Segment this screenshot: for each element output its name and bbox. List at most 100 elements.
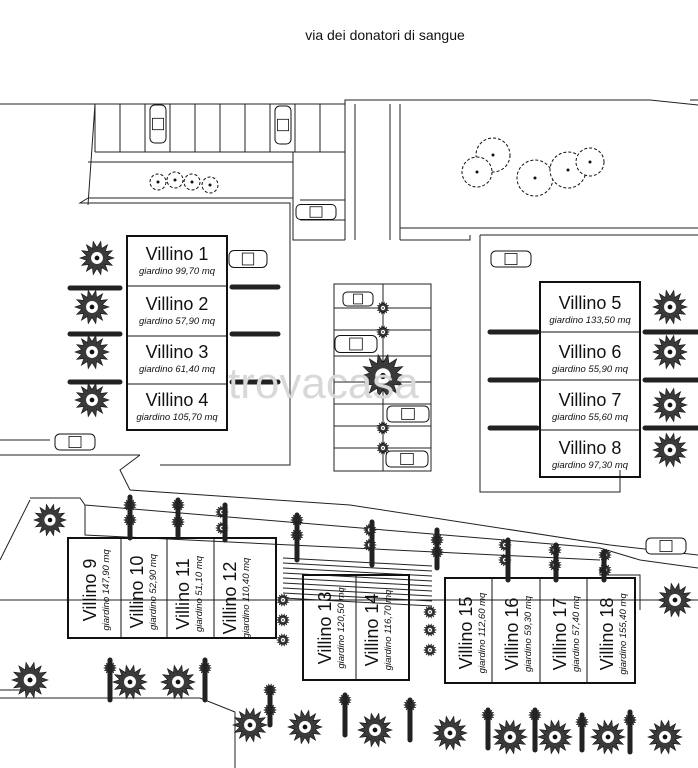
car-icon <box>228 250 268 268</box>
car-icon <box>490 250 532 268</box>
tree-icon <box>376 301 390 315</box>
unit-garden-area: giardino 55,90 mq <box>552 364 629 375</box>
tree-outline-icon <box>201 176 219 194</box>
unit-garden-area: giardino 51,10 mq <box>194 555 205 632</box>
unit-garden-area: giardino 97,30 mq <box>552 460 629 471</box>
car-icon <box>385 450 429 468</box>
unit-name: Villino 13 <box>315 592 335 665</box>
tree-icon <box>79 240 115 276</box>
unit-name: Villino 11 <box>173 558 193 629</box>
tree-icon <box>357 712 393 748</box>
tree-outline-icon <box>461 156 493 188</box>
car-icon <box>295 204 337 220</box>
car-icon <box>274 105 292 145</box>
unit-label-6: Villino 6 giardino 55,90 mq <box>552 342 629 375</box>
boundary-line <box>87 103 96 206</box>
unit-block-bottom-1 <box>67 537 277 639</box>
watermark-text: trovacasa <box>228 359 419 408</box>
car-icon <box>149 104 167 144</box>
tree-outline-icon <box>575 147 605 177</box>
tree-icon <box>423 623 437 637</box>
tree-icon <box>652 334 688 370</box>
unit-garden-area: giardino 57,40 mq <box>571 595 582 672</box>
unit-garden-area: giardino 99,70 mq <box>139 266 216 277</box>
tree-outline-icon <box>149 173 167 191</box>
unit-garden-area: giardino 133,50 mq <box>549 315 631 326</box>
tree-icon <box>376 421 390 435</box>
unit-name: Villino 6 <box>559 342 622 362</box>
unit-name: Villino 7 <box>559 390 622 410</box>
tree-icon <box>423 605 437 619</box>
unit-name: Villino 1 <box>146 244 209 264</box>
tree-icon <box>376 441 390 455</box>
tree-icon <box>160 664 196 700</box>
unit-name: Villino 5 <box>559 293 622 313</box>
tree-icon <box>112 664 148 700</box>
unit-garden-area: giardino 52,90 mq <box>148 553 159 630</box>
unit-name: Villino 16 <box>502 598 522 671</box>
unit-garden-area: giardino 112,60 mq <box>477 592 488 673</box>
tree-icon <box>537 719 573 755</box>
unit-garden-area: giardino 116,70 mq <box>383 589 394 670</box>
unit-label-4: Villino 4 giardino 105,70 mq <box>136 390 218 423</box>
street-name-text: via dei donatori di sangue <box>305 27 465 43</box>
unit-name: Villino 3 <box>146 342 209 362</box>
tree-icon <box>74 382 110 418</box>
tree-icon <box>652 387 688 423</box>
street-name-label: via dei donatori di sangue <box>0 27 698 43</box>
unit-garden-area: giardino 155,40 mq <box>618 593 629 675</box>
car-icon <box>386 405 430 423</box>
tree-icon <box>11 661 49 699</box>
unit-name: Villino 14 <box>362 594 382 667</box>
unit-name: Villino 12 <box>220 562 240 635</box>
unit-name: Villino 4 <box>146 390 209 410</box>
unit-garden-area: giardino 59,30 mq <box>523 595 534 672</box>
unit-name: Villino 17 <box>550 598 570 671</box>
tree-icon <box>652 432 688 468</box>
unit-name: Villino 10 <box>127 556 147 629</box>
unit-label-5: Villino 5 giardino 133,50 mq <box>549 293 631 326</box>
unit-name: Villino 15 <box>456 597 476 670</box>
unit-label-8: Villino 8 giardino 97,30 mq <box>552 438 629 471</box>
unit-label-7: Villino 7 giardino 55,60 mq <box>552 390 629 423</box>
unit-label-1: Villino 1 giardino 99,70 mq <box>139 244 216 277</box>
unit-garden-area: giardino 105,70 mq <box>136 412 218 423</box>
tree-icon <box>657 582 693 618</box>
unit-garden-area: giardino 55,60 mq <box>552 412 629 423</box>
unit-garden-area: giardino 147,90 mq <box>101 549 112 631</box>
tree-outline-icon <box>516 159 554 197</box>
unit-garden-area: giardino 110,40 mq <box>241 557 252 638</box>
tree-icon <box>276 613 290 627</box>
tree-icon <box>647 719 683 755</box>
tree-icon <box>590 719 626 755</box>
car-icon <box>645 537 687 555</box>
tree-icon <box>360 353 406 399</box>
tree-icon <box>432 715 468 751</box>
unit-garden-area: giardino 120,50 mq <box>336 587 347 669</box>
tree-outline-icon <box>166 171 184 189</box>
car-icon <box>54 433 96 451</box>
tree-icon <box>74 289 110 325</box>
unit-name: Villino 18 <box>597 598 617 671</box>
tree-icon <box>276 633 290 647</box>
tree-icon <box>74 334 110 370</box>
unit-name: Villino 8 <box>559 438 622 458</box>
unit-name: Villino 9 <box>80 559 100 622</box>
tree-icon <box>376 325 390 339</box>
car-icon <box>334 335 378 353</box>
tree-icon <box>652 289 688 325</box>
tree-outline-icon <box>183 173 201 191</box>
unit-name: Villino 2 <box>146 294 209 314</box>
